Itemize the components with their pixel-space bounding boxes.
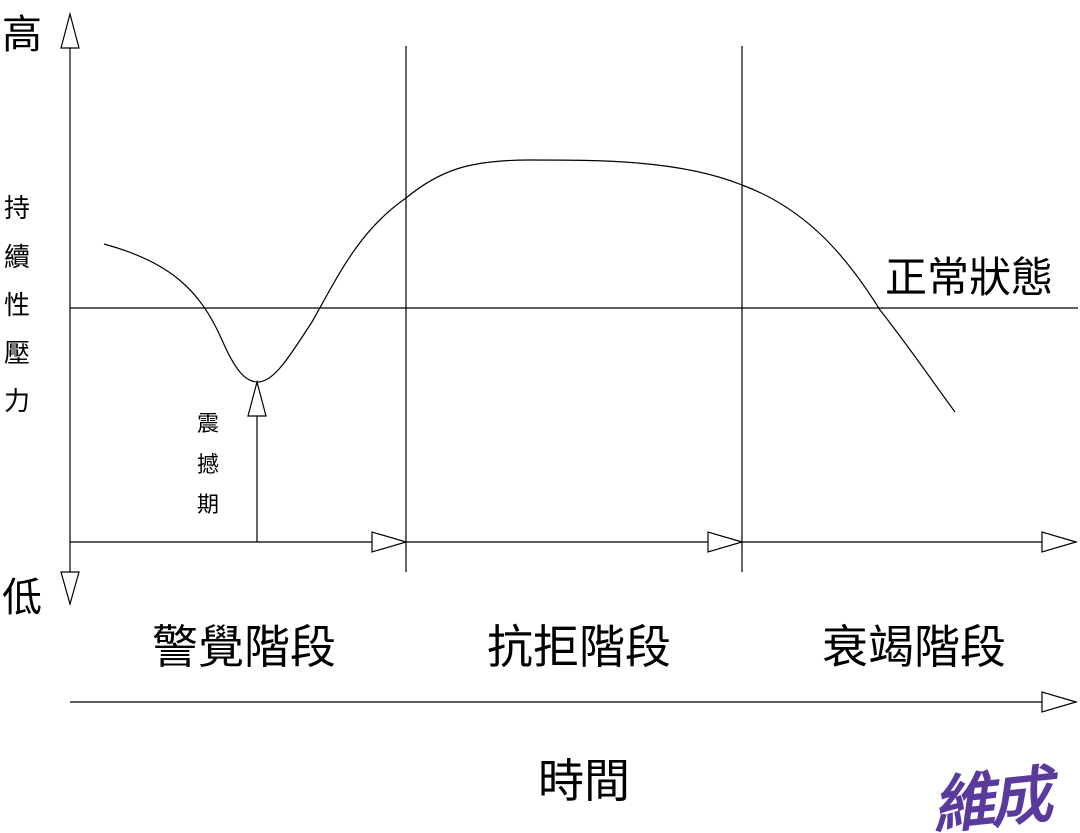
shock-label-char: 期: [197, 493, 219, 518]
shock-label-char: 震: [197, 412, 219, 437]
y-axis-high-label: 高: [2, 12, 42, 58]
normal-state-label: 正常狀態: [885, 253, 1053, 302]
y-axis-label-char: 續: [4, 243, 30, 273]
stage-axis-arrowhead-2: [707, 531, 745, 553]
y-axis-low-label: 低: [2, 575, 42, 621]
stage-label-resistance: 抗拒階段: [487, 620, 671, 674]
y-axis-label-char: 性: [4, 291, 30, 321]
stage-axis-arrowhead-1: [371, 531, 409, 553]
y-axis-label-char: 壓: [4, 339, 30, 369]
y-axis-up-arrowhead: [60, 11, 80, 49]
shock-label-char: 撼: [197, 453, 219, 478]
time-axis-arrowhead: [1041, 691, 1079, 713]
stage-label-exhaustion: 衰竭階段: [822, 620, 1006, 674]
y-axis-label-char: 力: [4, 387, 30, 417]
stage-axis-arrowhead-3: [1041, 531, 1079, 553]
time-axis-label: 時間: [538, 754, 630, 808]
stage-label-alarm: 警覺階段: [152, 620, 336, 674]
shock-arrow-arrowhead: [247, 379, 267, 417]
y-axis-down-arrowhead: [60, 571, 80, 607]
y-axis-label-char: 持: [4, 194, 30, 224]
signature: 維成: [929, 757, 1065, 833]
stress-curve: [103, 159, 956, 413]
